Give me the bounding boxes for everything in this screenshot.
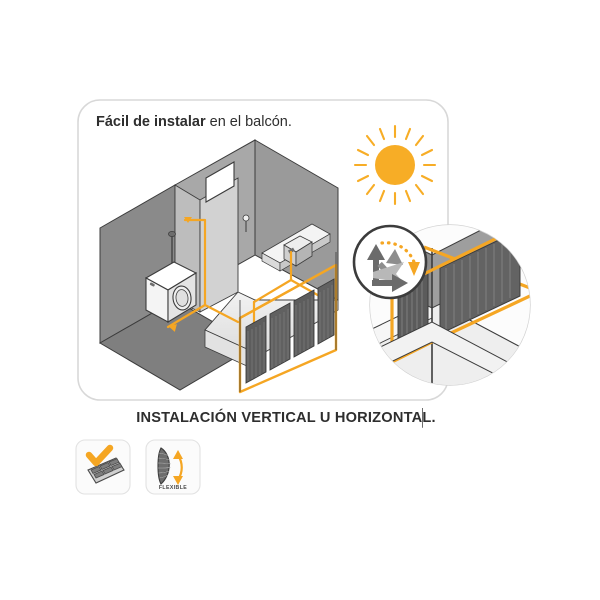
arrow-right-icon [372, 274, 408, 292]
flexible-panel-icon [157, 447, 183, 485]
wall-fixture [242, 214, 250, 232]
washing-machine [144, 261, 198, 323]
badge-flexible-label: FLEXIBLE [159, 485, 187, 491]
rotation-arc [380, 241, 420, 276]
isometric-room [99, 139, 339, 394]
badge-solar-panel-check [75, 439, 131, 495]
caption-text: INSTALACIÓN VERTICAL U HORIZONTAL. [136, 408, 435, 426]
window [205, 161, 235, 203]
page-title-bold: Fácil de instalar [96, 114, 206, 130]
rotation-inset [352, 224, 428, 300]
solar-panel-check-icon [85, 444, 125, 484]
cable-arrow-up [184, 217, 192, 223]
page-title-rest: en el balcón. [206, 114, 292, 130]
arrow-up-icon [367, 244, 385, 280]
page-title: Fácil de instalar en el balcón. [96, 114, 292, 130]
caption-group: INSTALACIÓN VERTICAL U HORIZONTAL. [136, 404, 436, 428]
badge-flexible: FLEXIBLE [145, 439, 201, 495]
check-icon [85, 444, 114, 467]
cable-arrow-washer [168, 324, 177, 332]
sun-icon [353, 124, 437, 206]
cable-route [166, 218, 332, 332]
inverter-box [283, 235, 313, 267]
